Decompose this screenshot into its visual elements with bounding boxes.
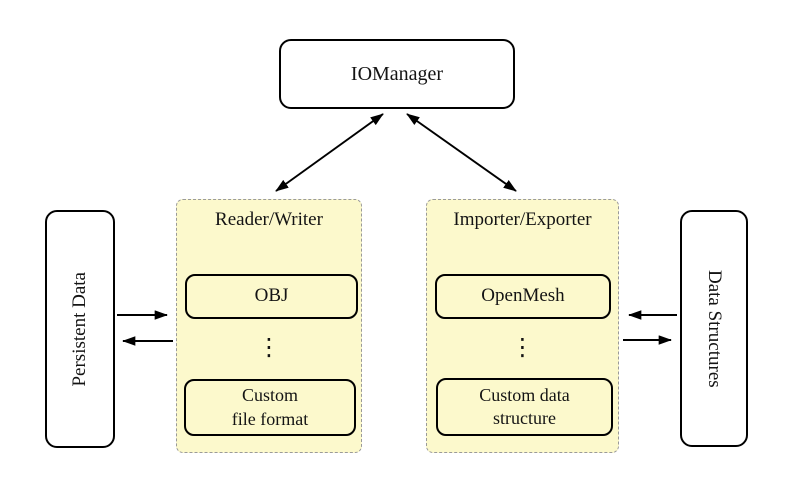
group-importer-exporter-title: Importer/Exporter xyxy=(453,209,592,230)
group-reader-writer: Reader/Writer OBJ ⋮ Custom file format xyxy=(176,199,362,453)
node-obj-label: OBJ xyxy=(254,285,289,307)
arrow-iomanager-readerwriter xyxy=(275,113,384,192)
node-iomanager-label: IOManager xyxy=(350,62,444,85)
group-importer-exporter: Importer/Exporter OpenMesh ⋮ Custom data… xyxy=(426,199,619,453)
node-data-structures-label: Data Structures xyxy=(704,269,725,388)
node-custom-data-structure: Custom data structure xyxy=(436,378,613,436)
node-persistent-data-label: Persistent Data xyxy=(69,271,90,387)
arrow-iomanager-importerexporter xyxy=(406,113,517,192)
node-iomanager: IOManager xyxy=(279,39,515,109)
node-data-structures: Data Structures xyxy=(680,210,748,447)
node-openmesh: OpenMesh xyxy=(435,274,611,319)
node-obj: OBJ xyxy=(185,274,358,319)
node-custom-data-structure-label: Custom data structure xyxy=(479,384,570,428)
node-openmesh-label: OpenMesh xyxy=(481,285,565,307)
importer-exporter-ellipsis: ⋮ xyxy=(510,333,535,361)
node-persistent-data: Persistent Data xyxy=(45,210,115,448)
group-reader-writer-title: Reader/Writer xyxy=(215,209,323,230)
reader-writer-ellipsis: ⋮ xyxy=(257,333,281,361)
node-custom-file-format-label: Custom file format xyxy=(231,385,309,429)
node-custom-file-format: Custom file format xyxy=(184,379,356,436)
